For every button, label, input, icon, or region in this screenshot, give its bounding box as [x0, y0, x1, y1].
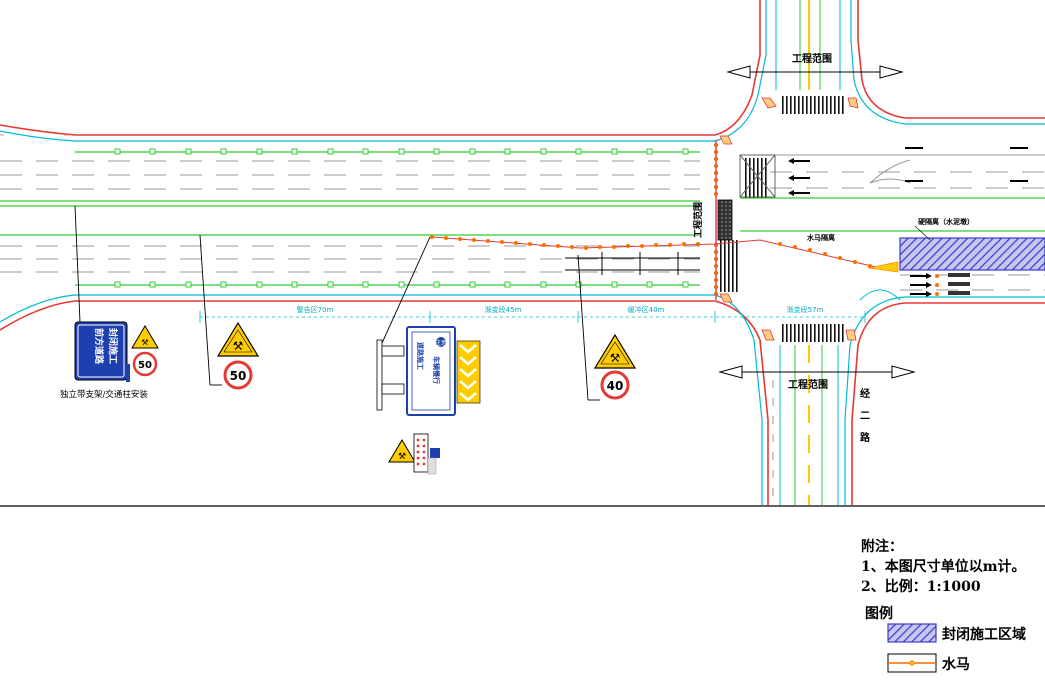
legend-item-water-barrier: 水马	[942, 657, 970, 673]
sign-install-note: 独立带支架/交通柱安装	[60, 389, 148, 400]
panel-line-1: 前方道路	[93, 328, 105, 365]
closed-box-x	[739, 154, 776, 198]
road-name-char-3: 路	[860, 431, 871, 444]
east-lane-dots	[935, 273, 970, 296]
legend-swatch-water-barrier	[887, 653, 937, 673]
svg-text:⚒: ⚒	[233, 339, 244, 353]
south-road	[772, 345, 839, 505]
intersection-barrier	[713, 140, 733, 300]
board-symbol: 注意	[435, 339, 447, 347]
hard-barrier-label: 硬隔离（水泥墩）	[918, 217, 974, 226]
speed-limit-1-text: 50	[138, 360, 152, 371]
panel-speed-limit-sign: 50	[132, 351, 158, 377]
speed-limit-3-text: 40	[607, 379, 624, 393]
work-scope-vertical-label: 工程范围	[692, 202, 704, 238]
dim-warning-zone: 警告区70m	[297, 305, 334, 314]
dim-buffer-zone: 缓冲区40m	[628, 305, 665, 314]
north-curb-east	[857, 0, 1045, 119]
notes-line-2: 2、比例：1:1000	[861, 579, 981, 595]
svg-text:⚒: ⚒	[610, 351, 621, 365]
dimension-line	[199, 311, 866, 323]
sign-leader-lines	[74, 205, 600, 401]
svg-text:⚒: ⚒	[398, 452, 406, 462]
south-curb-west	[0, 300, 769, 505]
panel-post	[126, 364, 130, 382]
north-curb-east-cyan	[850, 0, 1045, 125]
legend-swatch-closed-area	[887, 623, 937, 643]
dim-downstream-transition: 渐变段57m	[787, 305, 824, 314]
north-curb-west-cyan	[0, 0, 767, 142]
board-line-1: 道路施工	[416, 342, 425, 370]
mobile-arrow-board: ⚒	[388, 433, 440, 475]
road-name-char-2: 二	[860, 410, 870, 422]
dim-upstream-transition: 渐变段45m	[485, 305, 522, 314]
closed-construction-area	[899, 237, 1045, 271]
panel-line-2: 封闭施工	[107, 328, 119, 364]
north-road	[775, 0, 841, 90]
legend-title: 图例	[865, 606, 893, 622]
road-closed-panel-sign: 前方道路 封闭施工	[74, 321, 128, 381]
panel-warning-triangle: ⚒	[131, 325, 159, 349]
notes-title: 附注：	[861, 539, 903, 555]
road-name-char-1: 经	[860, 387, 870, 400]
road-edges	[0, 0, 1045, 505]
hard-barrier-leader	[914, 225, 931, 241]
work-scope-markers	[718, 65, 916, 379]
crosswalks	[720, 96, 844, 342]
speed-limit-2-text: 50	[230, 369, 247, 383]
work-scope-south-label: 工程范围	[788, 378, 828, 391]
south-curb-east-cyan	[844, 296, 1045, 505]
lane-markings-west	[0, 134, 700, 286]
south-curb-east	[851, 302, 1045, 505]
warning-triangle-1: ⚒	[216, 321, 260, 357]
lane-arrows-east	[788, 147, 1028, 297]
svg-text:⚒: ⚒	[141, 338, 148, 347]
corner-islands	[719, 97, 859, 341]
work-scope-north-label: 工程范围	[792, 52, 832, 65]
water-barrier-taper	[430, 235, 899, 273]
road-work-board: 注意 道路施工 车辆慢行	[376, 326, 456, 416]
chevron-sign	[456, 340, 481, 404]
buffer-zone-arrows	[565, 252, 700, 275]
legend-item-closed-area: 封闭施工区域	[942, 627, 1026, 643]
speed-limit-sign-2: 50	[223, 360, 253, 390]
green-pole-markers	[114, 148, 689, 288]
north-curb-west	[0, 0, 761, 136]
warning-triangle-2: ⚒	[593, 333, 637, 369]
water-barrier-label: 水马隔离	[807, 233, 835, 242]
notes-line-1: 1、本图尺寸单位以m计。	[861, 559, 1026, 575]
inner-curb-south	[859, 289, 901, 301]
board-line-2: 车辆慢行	[432, 356, 441, 384]
speed-limit-sign-3: 40	[600, 370, 630, 400]
